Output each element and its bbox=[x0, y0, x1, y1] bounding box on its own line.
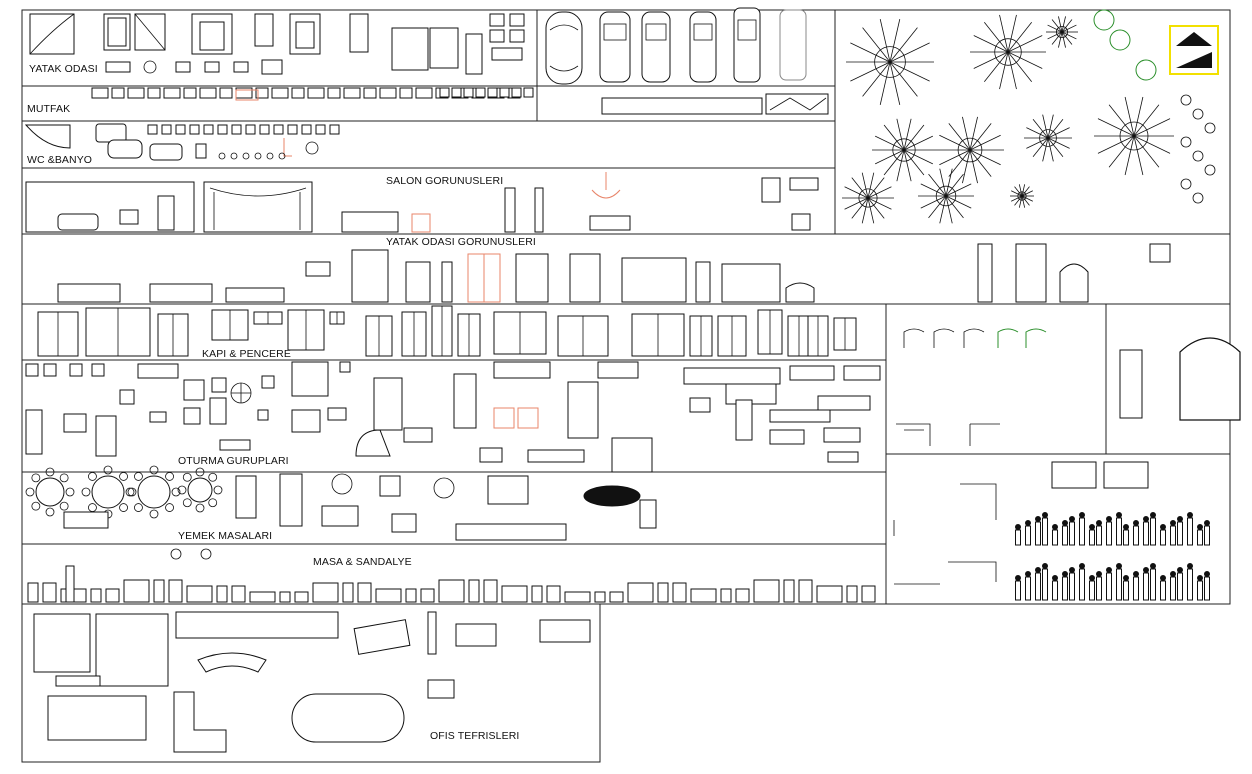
label-ofis-tefrisleri: OFIS TEFRISLERI bbox=[430, 730, 519, 742]
logo-icon bbox=[1169, 25, 1219, 75]
door-window-blocks bbox=[37, 305, 857, 357]
label-yatak-odasi-gorunusleri: YATAK ODASI GORUNUSLERI bbox=[386, 236, 536, 248]
car-icon-group bbox=[545, 7, 807, 85]
salon-elevation-blocks bbox=[25, 172, 819, 233]
bedroom-elevation-blocks bbox=[57, 243, 1171, 303]
label-oturma-gurupları: OTURMA GURUPLARI bbox=[178, 455, 289, 467]
detail-blocks bbox=[893, 328, 1241, 585]
label-wc-banyo: WC &BANYO bbox=[27, 154, 92, 166]
label-yatak-odasi: YATAK ODASI bbox=[29, 63, 98, 75]
label-kapi-pencere: KAPI & PENCERE bbox=[202, 348, 291, 360]
tree-icon-group bbox=[842, 9, 1216, 224]
table-chair-blocks bbox=[27, 548, 876, 603]
person-silhouette-group bbox=[1015, 512, 1210, 601]
kitchen-blocks bbox=[91, 87, 829, 115]
label-mutfak: MUTFAK bbox=[27, 103, 70, 115]
label-masa-sandalye: MASA & SANDALYE bbox=[313, 556, 412, 568]
section-labels: YATAK ODASI MUTFAK WC &BANYO SALON GORUN… bbox=[27, 63, 536, 742]
label-salon-gorunusleri: SALON GORUNUSLERI bbox=[386, 175, 503, 187]
label-yemek-masalari: YEMEK MASALARI bbox=[178, 530, 272, 542]
dining-table-blocks bbox=[25, 465, 657, 541]
seating-blocks bbox=[25, 361, 881, 473]
office-blocks bbox=[33, 611, 591, 753]
section-frames bbox=[21, 9, 1231, 763]
bathroom-blocks bbox=[24, 123, 340, 161]
bedroom-blocks bbox=[29, 13, 525, 75]
